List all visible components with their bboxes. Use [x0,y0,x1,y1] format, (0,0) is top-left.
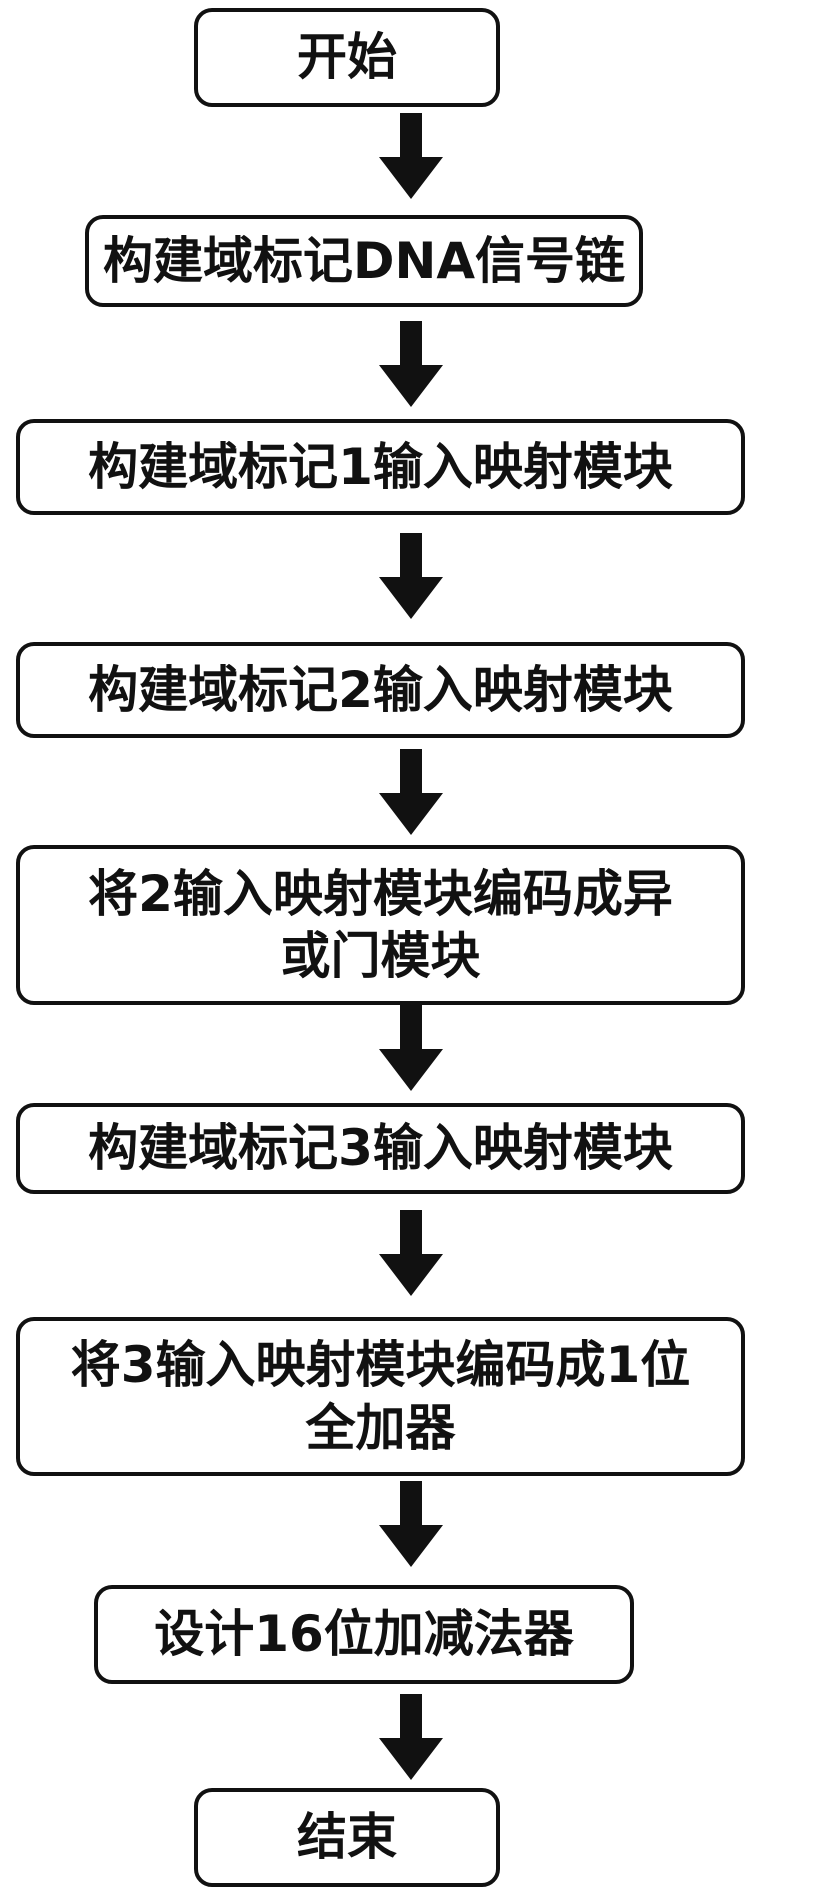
design-16-bit-adder-subtractor-step: 设计16位加减法器 [94,1585,634,1684]
step-label: 构建域标记DNA信号链 [102,231,626,290]
step-label: 构建域标记3输入映射模块 [88,1119,673,1178]
step-label: 设计16位加减法器 [154,1605,574,1664]
encode-full-adder-step: 将3输入映射模块编码成1位 全加器 [16,1317,745,1476]
down-arrow-icon [379,1005,443,1091]
down-arrow-icon [379,321,443,407]
end-label: 结束 [297,1808,397,1867]
build-3-input-mapping-step: 构建域标记3输入映射模块 [16,1103,745,1194]
start-label: 开始 [297,28,397,87]
build-2-input-mapping-step: 构建域标记2输入映射模块 [16,642,745,738]
down-arrow-icon [379,1694,443,1780]
build-dna-signal-chain-step: 构建域标记DNA信号链 [85,215,643,307]
down-arrow-icon [379,1481,443,1567]
step-label: 构建域标记2输入映射模块 [88,660,673,719]
step-label-line-2: 全加器 [305,1398,456,1457]
end-node: 结束 [194,1788,500,1887]
down-arrow-icon [379,533,443,619]
step-label: 构建域标记1输入映射模块 [88,437,673,496]
build-1-input-mapping-step: 构建域标记1输入映射模块 [16,419,745,515]
start-node: 开始 [194,8,500,107]
down-arrow-icon [379,749,443,835]
down-arrow-icon [379,1210,443,1296]
down-arrow-icon [379,113,443,199]
encode-xor-gate-step: 将2输入映射模块编码成异 或门模块 [16,845,745,1005]
step-label-line-1: 将3输入映射模块编码成1位 [70,1336,691,1394]
step-label-line-1: 将2输入映射模块编码成异 [88,864,673,923]
step-label-line-2: 或门模块 [280,927,481,985]
